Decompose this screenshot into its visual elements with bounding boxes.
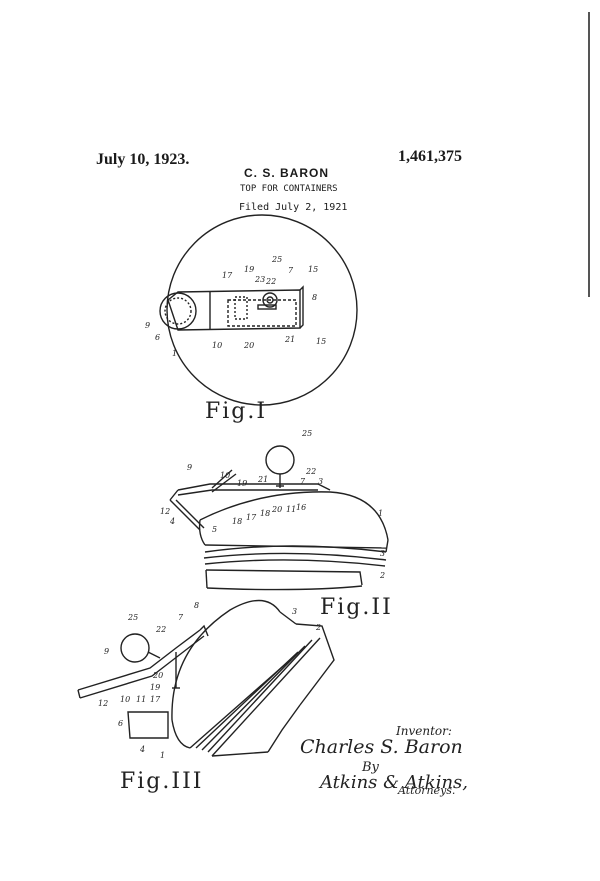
inventor-role-label: Inventor: bbox=[396, 724, 452, 738]
fig2-ref: 18 bbox=[260, 509, 270, 518]
fig2-ref: 2 bbox=[379, 571, 385, 580]
fig2-ref: 5 bbox=[212, 525, 217, 534]
inventor-signature: Charles S. Baron bbox=[300, 736, 463, 758]
fig2-ref: 11 bbox=[286, 505, 296, 514]
figure-1-label: Fig.I bbox=[205, 399, 267, 424]
fig2-ref: 16 bbox=[296, 503, 306, 512]
fig2-ref: 18 bbox=[232, 517, 242, 526]
fig3-ref: 4 bbox=[139, 745, 145, 754]
inventor-name: C. S. BARON bbox=[244, 166, 330, 180]
fig1-ref: 25 bbox=[271, 255, 282, 264]
fig3-ref: 11 bbox=[136, 695, 146, 704]
fig3-ref: 17 bbox=[150, 695, 161, 704]
by-label: By bbox=[362, 760, 379, 775]
attorneys-role-label: Attorneys. bbox=[398, 784, 456, 797]
fig2-ref: 20 bbox=[271, 505, 282, 514]
fig2-ref: 10 bbox=[220, 471, 230, 480]
fig1-ref: 9 bbox=[145, 321, 150, 330]
fig2-ref: 19 bbox=[237, 479, 247, 488]
fig1-ref: 1 bbox=[172, 349, 177, 358]
fig2-ref: 12 bbox=[160, 507, 170, 516]
figure-3-label: Fig.III bbox=[120, 769, 203, 794]
patent-title: TOP FOR CONTAINERS bbox=[240, 184, 338, 194]
fig2-ref: 1 bbox=[378, 509, 383, 518]
figure-2-label: Fig.II bbox=[320, 595, 393, 620]
fig2-ref: 4 bbox=[169, 517, 175, 526]
fig1-ref: 15 bbox=[308, 265, 318, 274]
margin-rule bbox=[588, 12, 590, 297]
fig2-ref: 17 bbox=[246, 513, 257, 522]
fig1-ref: 10 bbox=[212, 341, 222, 350]
fig1-ref: 21 bbox=[284, 335, 295, 344]
fig1-ref: 19 bbox=[244, 265, 254, 274]
fig2-ref: 9 bbox=[187, 463, 192, 472]
fig3-ref: 20 bbox=[152, 671, 163, 680]
fig2-ref: 3 bbox=[318, 477, 323, 486]
fig3-ref: 2 bbox=[315, 623, 321, 632]
fig2-ref: 3 bbox=[380, 549, 385, 558]
fig1-ref: 20 bbox=[243, 341, 254, 350]
filed-date: Filed July 2, 1921 bbox=[239, 202, 348, 213]
fig3-ref: 22 bbox=[155, 625, 166, 634]
patent-number: 1,461,375 bbox=[398, 148, 462, 165]
fig3-ref: 1 bbox=[160, 751, 165, 760]
fig3-ref: 19 bbox=[150, 683, 160, 692]
fig3-ref: 10 bbox=[120, 695, 130, 704]
fig1-ref: 22 bbox=[265, 277, 276, 286]
attorneys-signature: Atkins & Atkins, bbox=[320, 772, 469, 793]
fig3-ref: 25 bbox=[127, 613, 138, 622]
fig1-ref: 8 bbox=[312, 293, 317, 302]
fig3-ref: 8 bbox=[194, 601, 199, 610]
fig3-ref: 12 bbox=[98, 699, 108, 708]
fig1-ref: 6 bbox=[155, 333, 160, 342]
fig2-ref: 21 bbox=[257, 475, 268, 484]
fig3-ref: 9 bbox=[104, 647, 109, 656]
fig1-ref: 17 bbox=[222, 271, 233, 280]
fig2-ref: 22 bbox=[305, 467, 316, 476]
fig3-ref: 7 bbox=[178, 613, 184, 622]
fig3-ref: 3 bbox=[292, 607, 297, 616]
fig2-ref: 25 bbox=[301, 429, 312, 438]
patent-date: July 10, 1923. bbox=[96, 151, 190, 168]
fig1-ref: 23 bbox=[254, 275, 265, 284]
fig2-ref: 7 bbox=[300, 477, 306, 486]
fig1-ref: 15 bbox=[316, 337, 326, 346]
fig1-ref: 7 bbox=[288, 266, 294, 275]
fig3-ref: 6 bbox=[118, 719, 123, 728]
